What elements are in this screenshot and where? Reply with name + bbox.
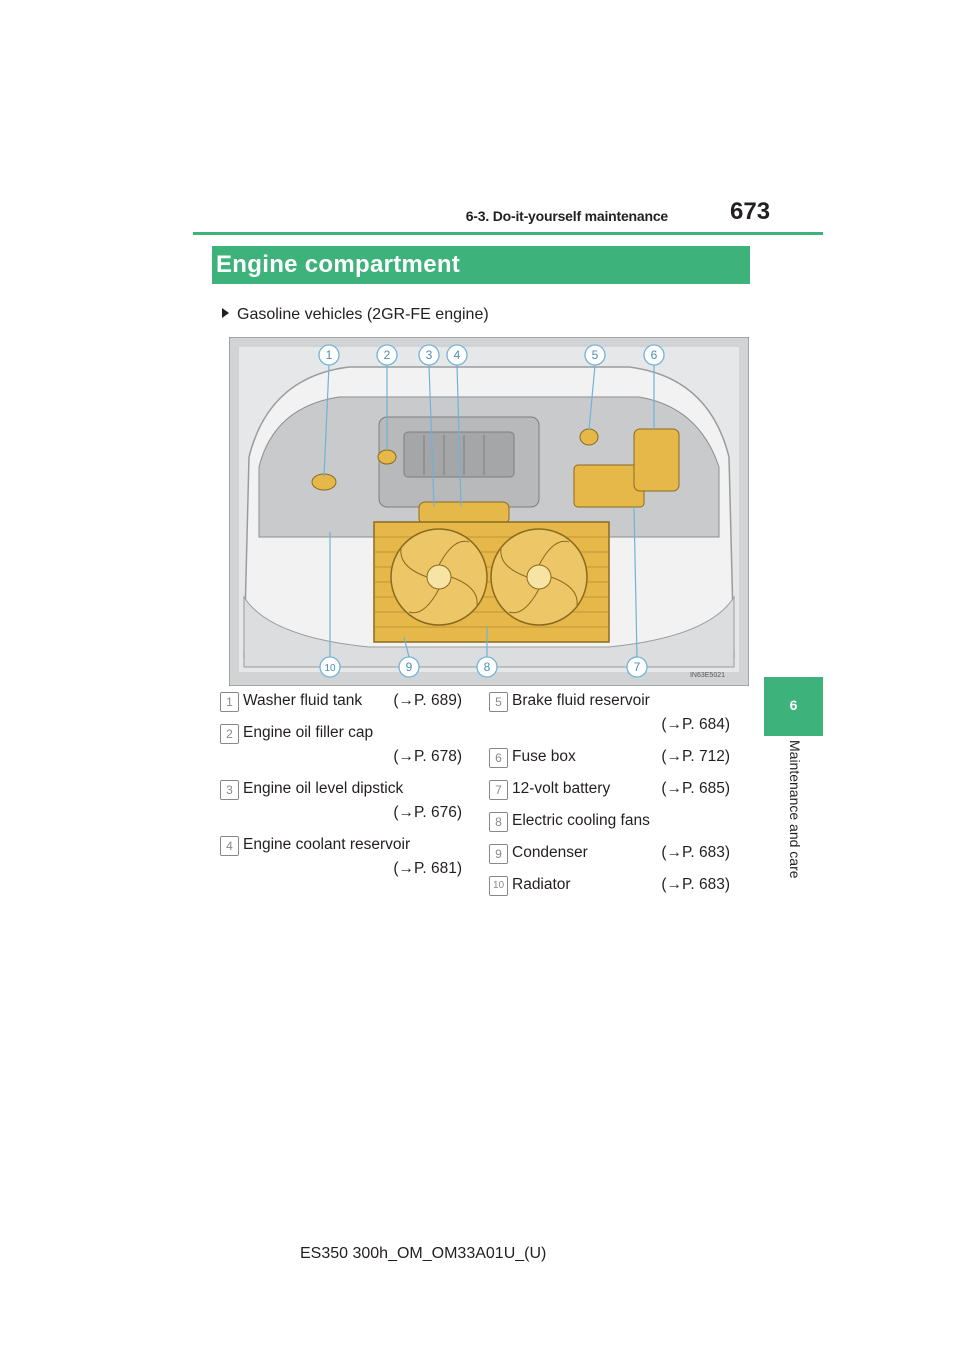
legend-item-ref: (→P. 683) [661, 876, 730, 893]
legend-item-ref: (→P. 683) [661, 844, 730, 861]
callout-4: 4 [454, 348, 461, 362]
legend-number-box: 10 [489, 876, 508, 896]
legend-item-name: Electric cooling fans [512, 812, 650, 829]
callout-9: 9 [406, 660, 413, 674]
legend-number-box: 1 [220, 692, 239, 712]
legend-number-box: 6 [489, 748, 508, 768]
bullet-text: Gasoline vehicles (2GR-FE engine) [237, 306, 489, 323]
section-title-banner: Engine compartment [212, 246, 750, 284]
legend-item-ref: (→P. 676) [393, 804, 462, 821]
header-rule [193, 232, 823, 235]
legend-number-box: 9 [489, 844, 508, 864]
legend-item-name: Condenser [512, 844, 588, 861]
engine-compartment-figure: 1 2 3 4 5 6 7 8 9 10 IN63E5021 [228, 336, 750, 687]
legend-item-ref: (→P. 712) [661, 748, 730, 765]
legend-number-box: 3 [220, 780, 239, 800]
legend-item-name: Engine oil filler cap [243, 724, 374, 741]
legend-item-name: Fuse box [512, 748, 576, 765]
section-title: Engine compartment [216, 251, 461, 278]
triangle-bullet-icon [222, 308, 229, 318]
legend-item-ref: (→P. 685) [661, 780, 730, 797]
legend-item-ref: (→P. 678) [393, 748, 462, 765]
legend-number-box: 5 [489, 692, 508, 712]
legend-number-box: 2 [220, 724, 239, 744]
legend-item-name: Engine oil level dipstick [243, 780, 404, 797]
legend-item-ref: (→P. 684) [661, 716, 730, 733]
callout-5: 5 [592, 348, 599, 362]
section-label: 6-3. Do-it-yourself maintenance [465, 208, 668, 224]
callout-10: 10 [324, 663, 336, 674]
chapter-side-label: Maintenance and care [764, 740, 823, 895]
callout-7: 7 [634, 660, 641, 674]
legend-item-name: Brake fluid reservoir [512, 692, 650, 709]
legend-item-ref: (→P. 681) [393, 860, 462, 877]
chapter-label: Maintenance and care [787, 740, 803, 879]
legend-number-box: 7 [489, 780, 508, 800]
figure-id: IN63E5021 [689, 672, 725, 679]
legend-item-name: Washer fluid tank [243, 692, 363, 709]
engine-illustration: 1 2 3 4 5 6 7 8 9 10 [228, 336, 750, 687]
callout-6: 6 [651, 348, 658, 362]
legend-number-box: 8 [489, 812, 508, 832]
bullet-item: Gasoline vehicles (2GR-FE engine) [222, 306, 489, 324]
legend-item-ref: (→P. 689) [393, 692, 462, 709]
legend-item-name: 12-volt battery [512, 780, 611, 797]
chapter-tab: 6 [764, 677, 823, 736]
footer-doc-code: ES350 300h_OM_OM33A01U_(U) [300, 1245, 547, 1262]
legend-item-name: Engine coolant reservoir [243, 836, 411, 853]
page-number: 673 [730, 198, 771, 225]
chapter-number: 6 [789, 697, 798, 713]
legend-item-name: Radiator [512, 876, 571, 893]
legend-number-box: 4 [220, 836, 239, 856]
callout-1: 1 [326, 348, 333, 362]
callout-3: 3 [426, 348, 433, 362]
callout-2: 2 [384, 348, 391, 362]
callout-8: 8 [484, 660, 491, 674]
